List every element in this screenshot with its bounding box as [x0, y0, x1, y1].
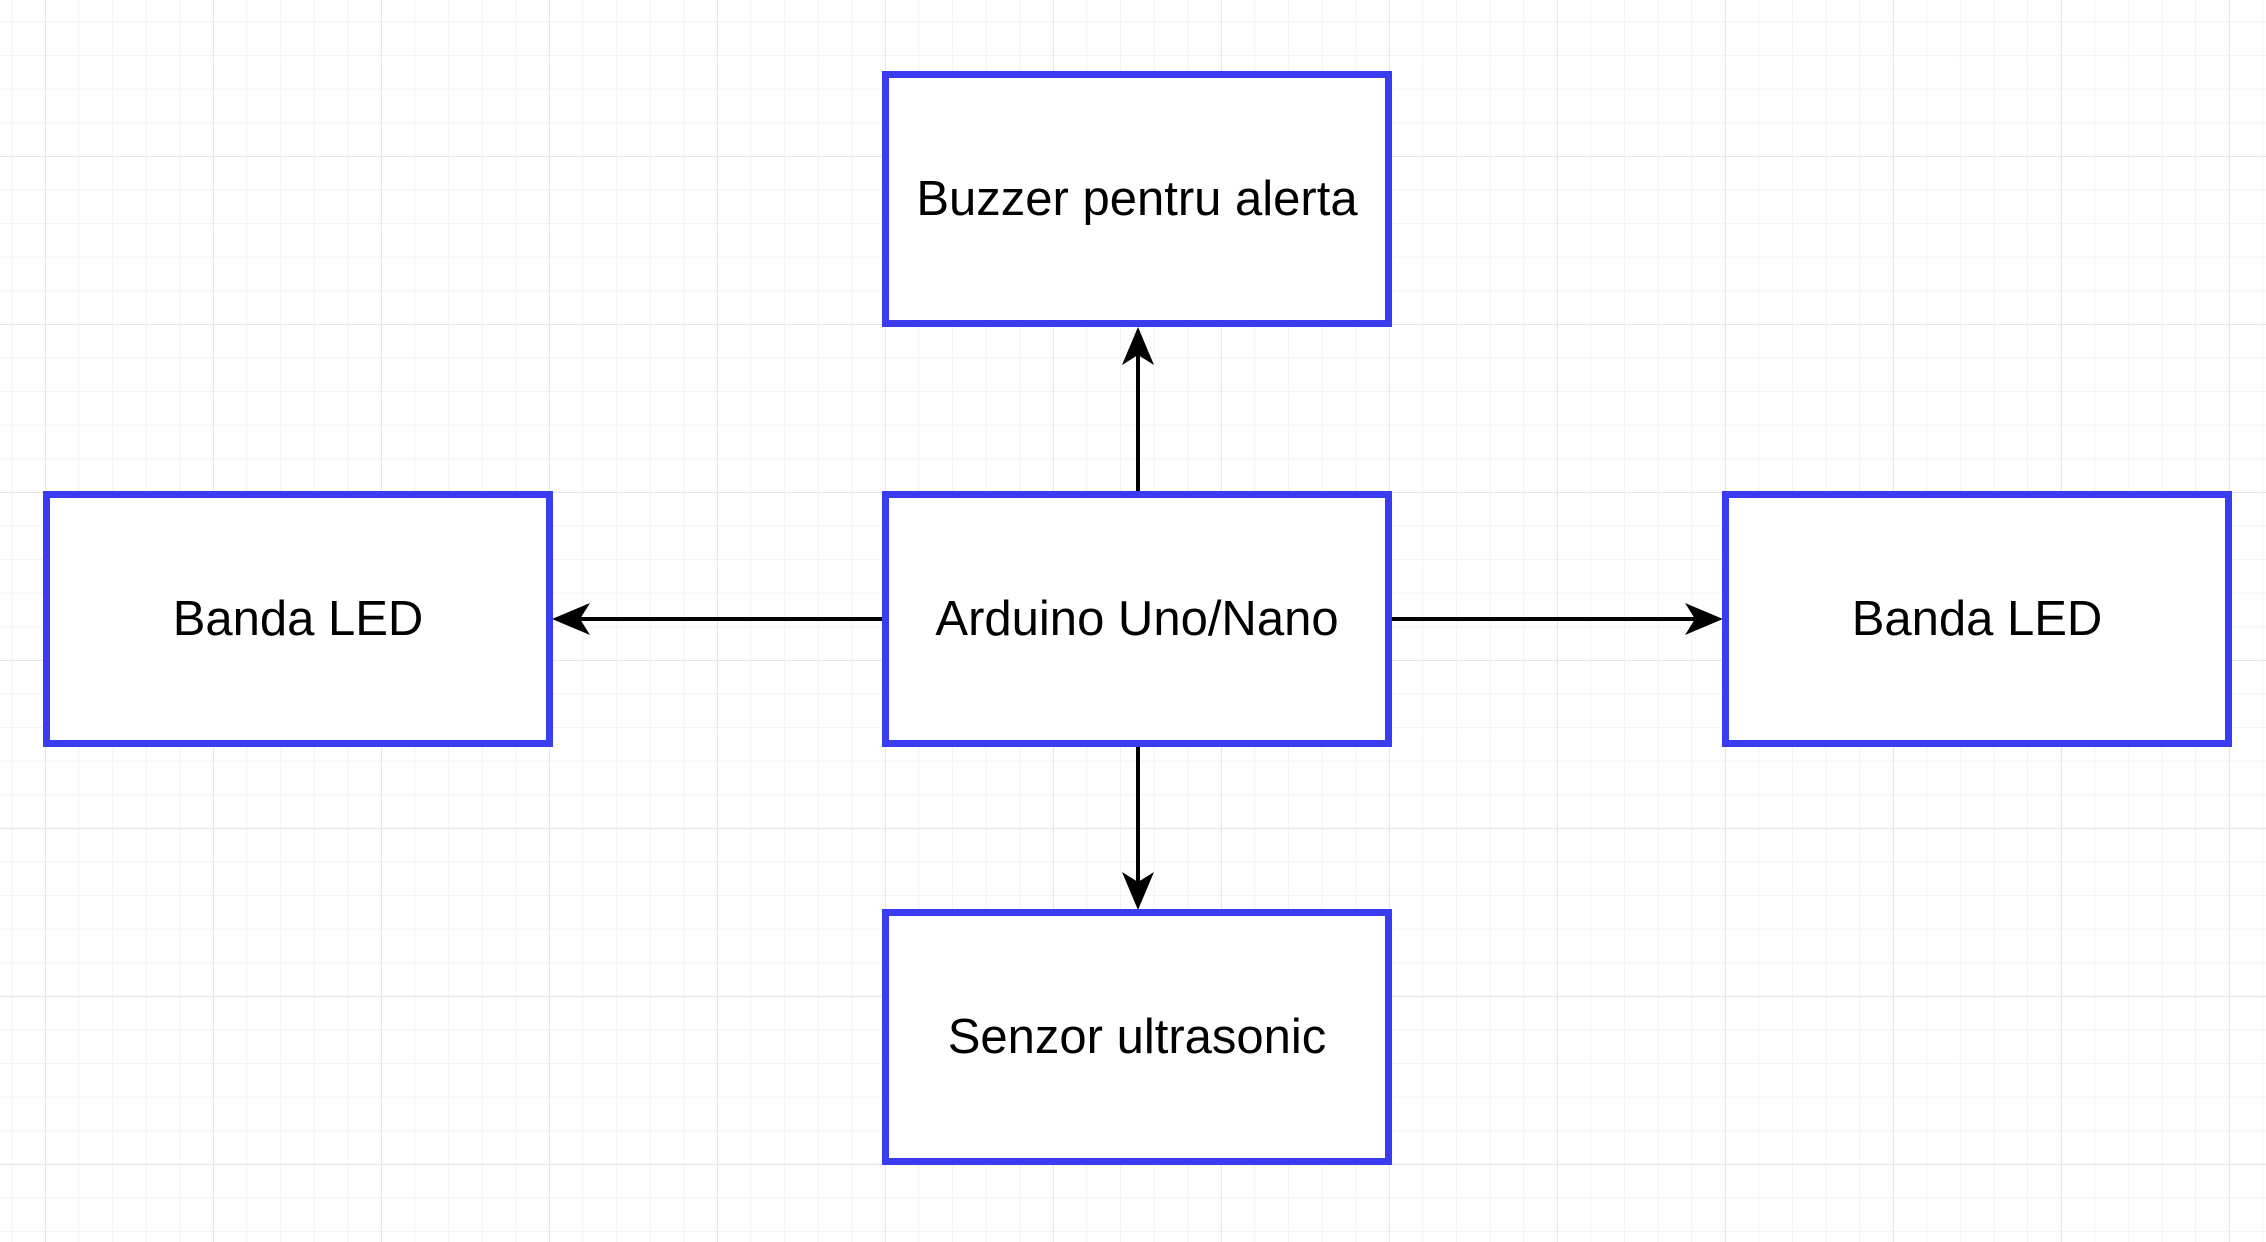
- arrow-arduino-to-led-left: [552, 603, 882, 635]
- ultrasonic-sensor-label: Senzor ultrasonic: [947, 1010, 1327, 1064]
- led-strip-left-label: Banda LED: [172, 592, 424, 646]
- arrow-arduino-to-led-right: [1391, 603, 1723, 635]
- buzzer-label: Buzzer pentru alerta: [916, 172, 1358, 226]
- led-strip-right-node[interactable]: Banda LED: [1722, 491, 2232, 747]
- arduino-node[interactable]: Arduino Uno/Nano: [882, 491, 1392, 747]
- arrow-arduino-to-buzzer: [1122, 327, 1154, 491]
- arduino-label: Arduino Uno/Nano: [935, 592, 1339, 646]
- led-strip-right-label: Banda LED: [1851, 592, 2103, 646]
- ultrasonic-sensor-node[interactable]: Senzor ultrasonic: [882, 909, 1392, 1165]
- led-strip-left-node[interactable]: Banda LED: [43, 491, 553, 747]
- buzzer-node[interactable]: Buzzer pentru alerta: [882, 71, 1392, 327]
- arrow-arduino-to-sensor: [1122, 746, 1154, 910]
